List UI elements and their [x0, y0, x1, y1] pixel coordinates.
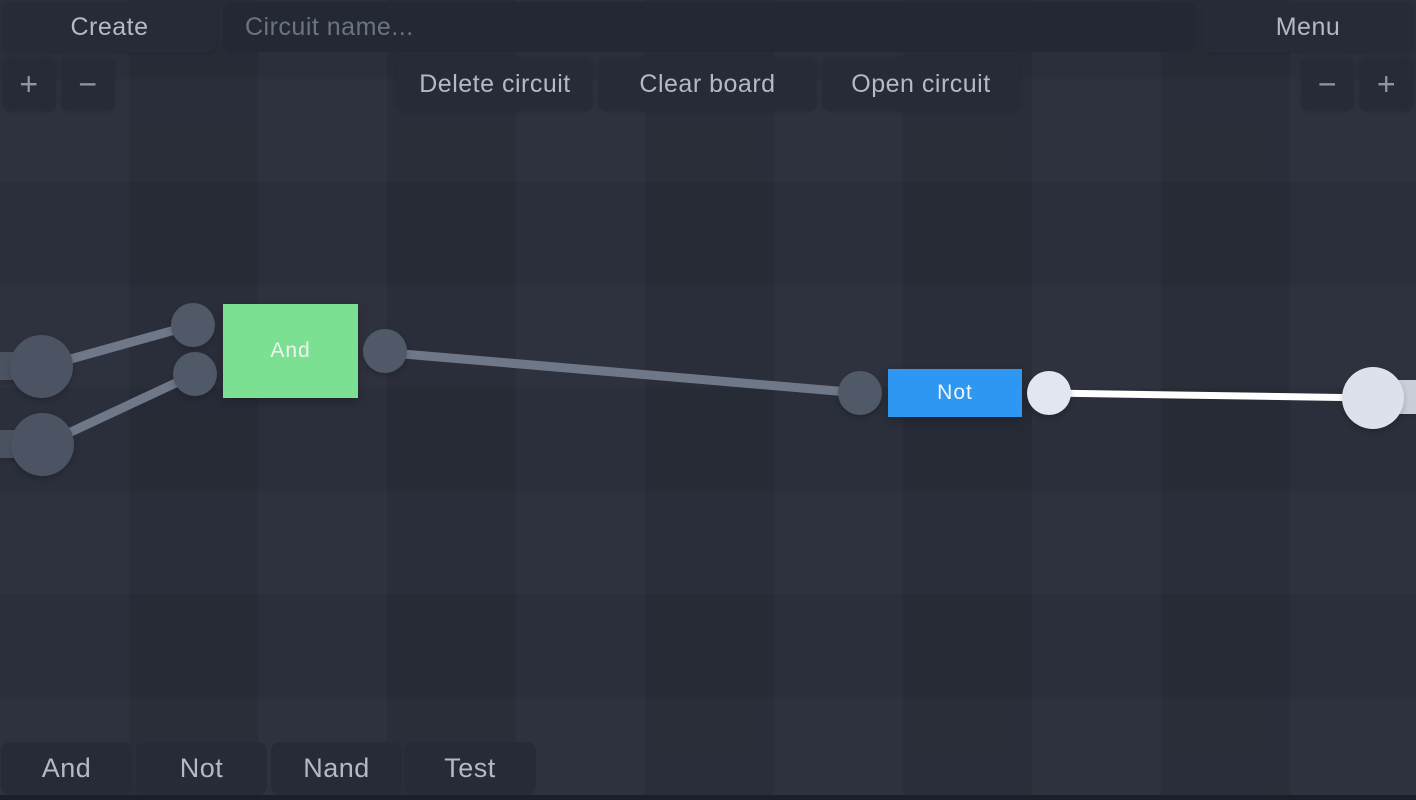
create-button[interactable]: Create — [2, 2, 217, 52]
not-gate[interactable]: Not — [888, 369, 1022, 417]
palette-item-not[interactable]: Not — [136, 742, 267, 795]
and-output-node[interactable] — [363, 329, 407, 373]
and-gate[interactable]: And — [223, 304, 358, 398]
delete-circuit-label: Delete circuit — [419, 69, 571, 98]
menu-button-label: Menu — [1275, 12, 1341, 41]
clear-board-button[interactable]: Clear board — [598, 57, 817, 111]
palette-not-label: Not — [179, 753, 224, 783]
create-button-label: Create — [70, 12, 149, 41]
palette-item-test[interactable]: Test — [404, 742, 536, 795]
circuit-name-input[interactable] — [223, 2, 1196, 52]
palette-and-label: And — [41, 753, 92, 783]
zoom-out-button-right[interactable]: − — [1301, 57, 1354, 111]
input-switch-2[interactable] — [11, 413, 74, 476]
delete-circuit-button[interactable]: Delete circuit — [397, 57, 593, 111]
open-circuit-label: Open circuit — [851, 69, 991, 98]
zoom-out-button-left[interactable]: − — [61, 57, 115, 111]
not-gate-label: Not — [937, 381, 973, 404]
wire-not-to-probe-on[interactable] — [1045, 389, 1377, 402]
clear-board-label: Clear board — [639, 69, 776, 98]
zoom-in-button-right[interactable]: + — [1359, 57, 1414, 111]
palette-nand-label: Nand — [303, 753, 370, 783]
minus-icon: − — [78, 65, 98, 102]
plus-icon: + — [19, 65, 39, 102]
plus-icon: + — [1376, 65, 1397, 102]
output-probe-on[interactable] — [1342, 367, 1404, 429]
palette-item-nand[interactable]: Nand — [271, 742, 402, 795]
open-circuit-button[interactable]: Open circuit — [822, 57, 1020, 111]
minus-icon: − — [1317, 65, 1338, 102]
wire-and-to-not[interactable] — [363, 346, 865, 398]
and-input-node-1[interactable] — [171, 303, 215, 347]
input-switch-1[interactable] — [10, 335, 73, 398]
and-input-node-2[interactable] — [173, 352, 217, 396]
menu-button[interactable]: Menu — [1202, 2, 1414, 52]
palette-test-label: Test — [444, 753, 496, 783]
and-gate-label: And — [270, 339, 311, 362]
palette-item-and[interactable]: And — [1, 742, 132, 795]
not-input-node[interactable] — [838, 371, 882, 415]
zoom-in-button-left[interactable]: + — [2, 57, 56, 111]
not-output-node-on[interactable] — [1027, 371, 1071, 415]
bottom-edge-strip — [0, 795, 1416, 800]
